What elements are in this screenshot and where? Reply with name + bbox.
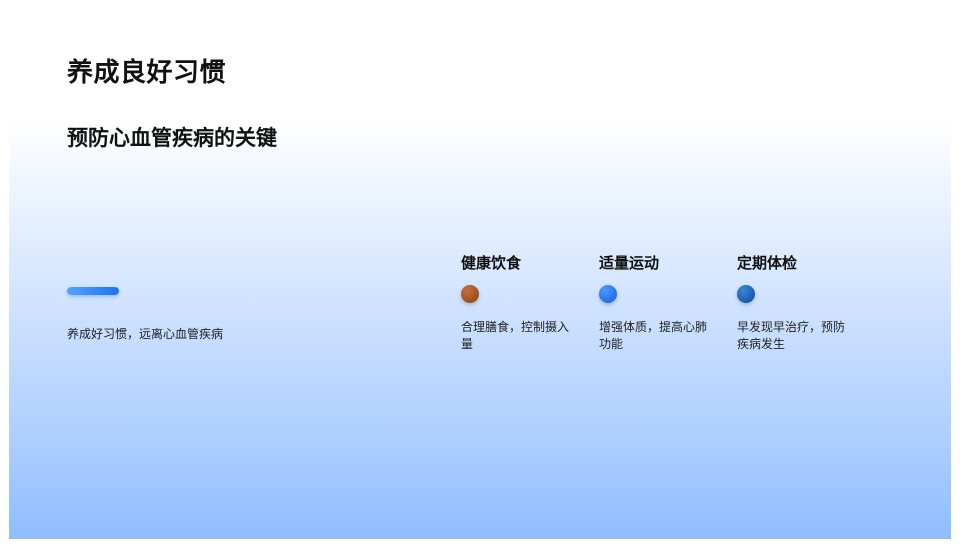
accent-bar: [67, 287, 119, 295]
habit-description: 早发现早治疗，预防疾病发生: [737, 320, 846, 351]
page-subtitle: 预防心血管疾病的关键: [67, 126, 277, 150]
habit-dot-icon: [737, 285, 755, 303]
habit-heading: 适量运动: [599, 254, 660, 272]
habit-heading: 健康饮食: [461, 254, 522, 272]
slogan-text: 养成好习惯，远离心血管疾病: [67, 327, 224, 341]
habit-card-exercise: 适量运动 增强体质，提高心肺功能: [599, 252, 709, 353]
habit-card-checkup: 定期体检 早发现早治疗，预防疾病发生: [737, 252, 847, 353]
habit-dot-icon: [461, 285, 479, 303]
gradient-background: [9, 120, 951, 539]
habit-dot-icon: [599, 285, 617, 303]
habit-description: 合理膳食，控制摄入量: [461, 320, 570, 351]
habit-heading: 定期体检: [737, 254, 798, 272]
habit-description: 增强体质，提高心肺功能: [599, 320, 708, 351]
habit-card-diet: 健康饮食 合理膳食，控制摄入量: [461, 252, 571, 353]
page-title: 养成良好习惯: [67, 58, 227, 88]
